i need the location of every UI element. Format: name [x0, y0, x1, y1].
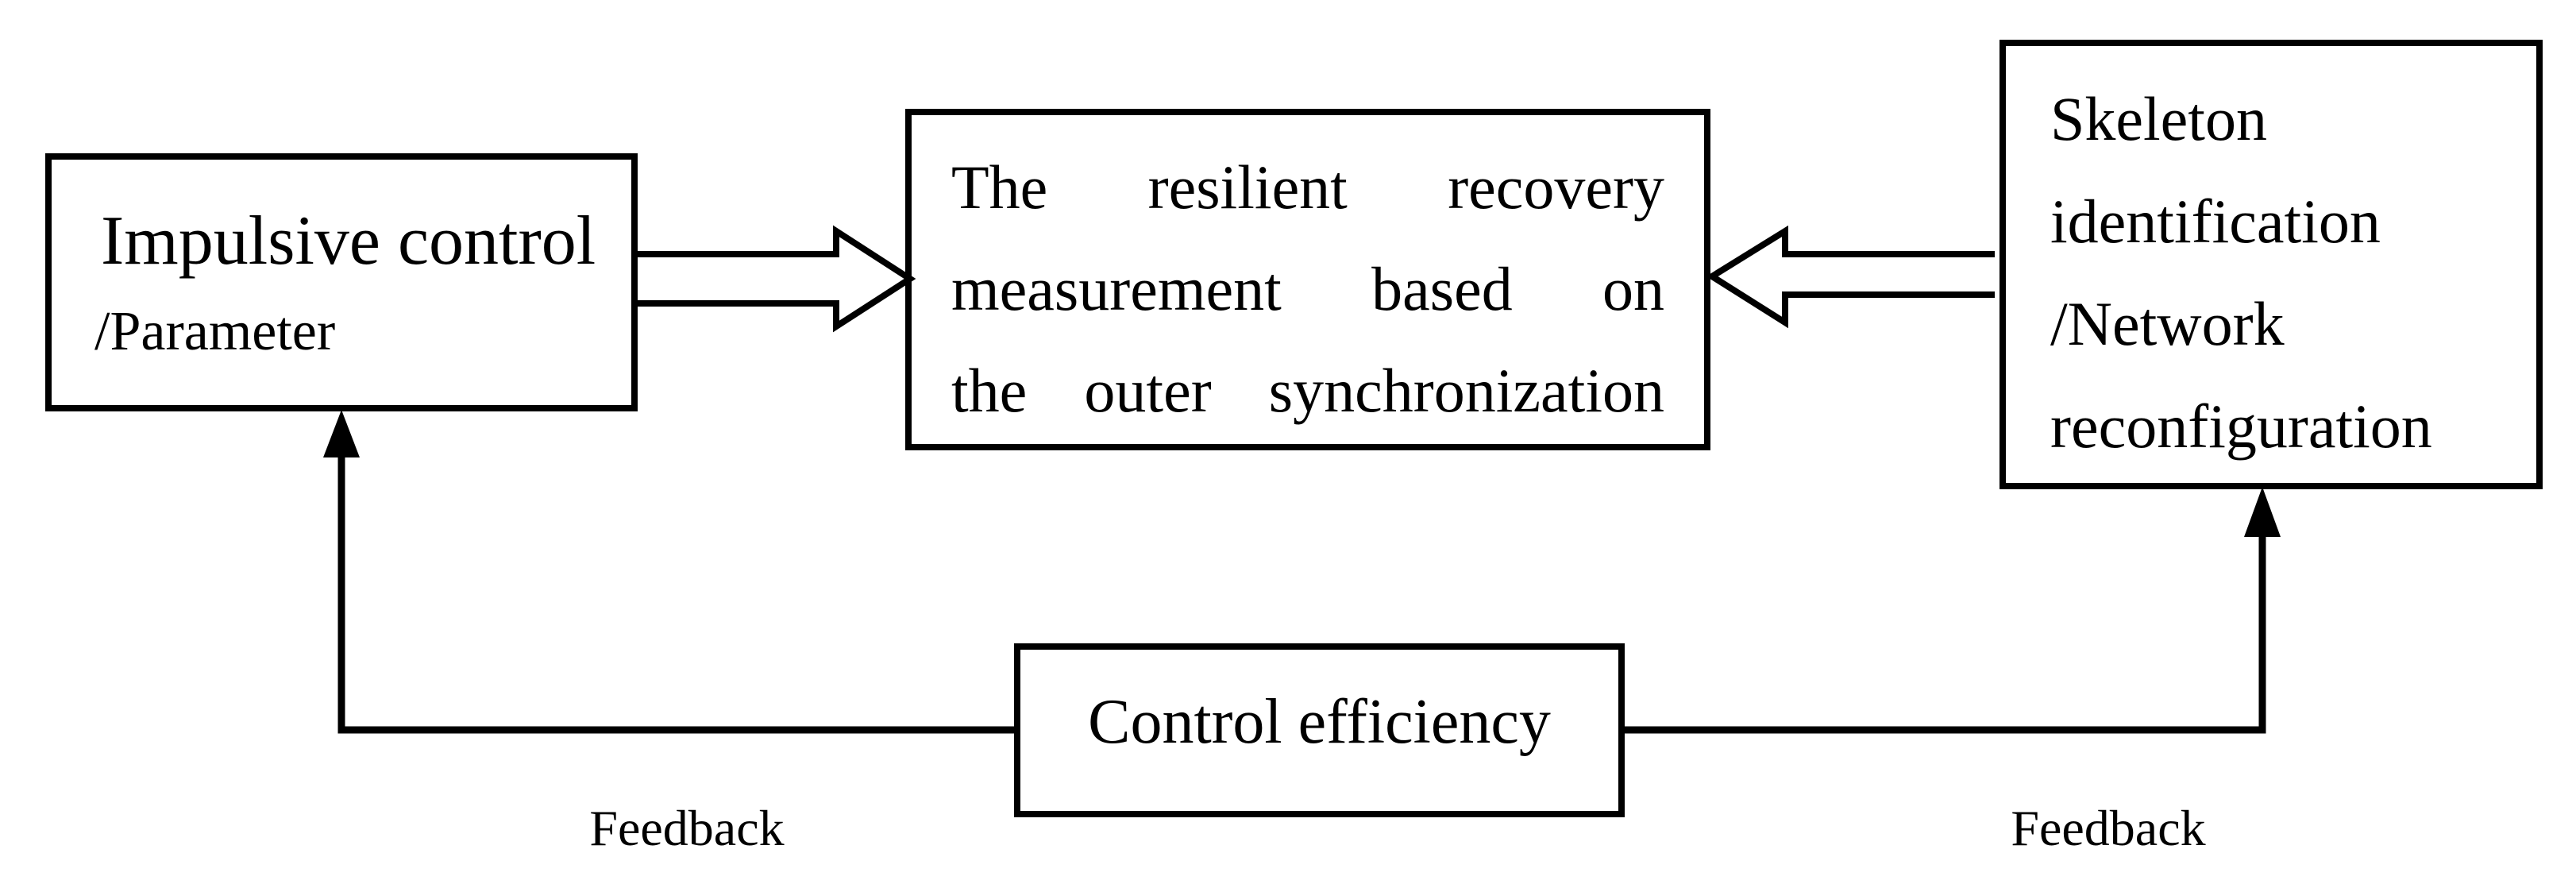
impulsive-box-line-2: /Parameter: [94, 301, 336, 362]
impulsive-to-resilient-arrow: [637, 225, 916, 333]
impulsive-control-box: Impulsive control /Parameter: [45, 153, 638, 411]
feedback-label-right: Feedback: [2011, 800, 2206, 856]
feedback-arrowhead-left: [323, 410, 360, 457]
skeleton-box-line-2: identification: [2050, 187, 2381, 256]
skeleton-box-text: Skeleton identification /Network reconfi…: [2050, 68, 2527, 477]
resilient-box-line-1: The resilient recovery: [951, 152, 1664, 222]
feedback-line-right: [1624, 534, 2266, 734]
resilient-recovery-box: The resilient recovery measurement based…: [905, 109, 1710, 450]
feedback-line-left: [337, 454, 1014, 734]
feedback-label-left: Feedback: [589, 800, 785, 856]
resilient-box-line-3: the outer synchronization: [951, 356, 1664, 425]
control-efficiency-box: Control efficiency: [1014, 643, 1625, 817]
impulsive-box-line-1: Impulsive control: [101, 203, 596, 280]
control-efficiency-label: Control efficiency: [1088, 687, 1551, 757]
resilient-box-text: The resilient recovery measurement based…: [951, 137, 1664, 442]
skeleton-box-line-4: reconfiguration: [2050, 392, 2432, 461]
skeleton-to-resilient-arrow: [1706, 225, 1995, 329]
feedback-arrowhead-right: [2244, 487, 2281, 537]
skeleton-box-line-1: Skeleton: [2050, 84, 2267, 153]
skeleton-identification-box: Skeleton identification /Network reconfi…: [1999, 40, 2543, 489]
resilient-box-line-2: measurement based on: [951, 254, 1664, 323]
skeleton-box-line-3: /Network: [2050, 289, 2285, 358]
